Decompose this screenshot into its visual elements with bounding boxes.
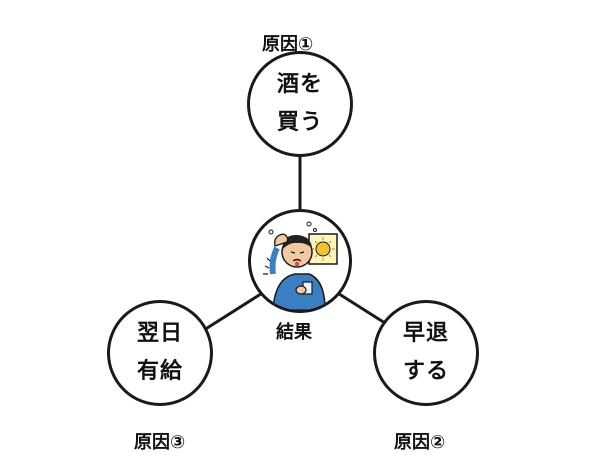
hungover-man-icon — [263, 221, 338, 310]
cause-2-line-2: する — [402, 359, 449, 384]
cause-3-line-1: 翌日 — [136, 321, 183, 346]
result-caption: 結果 — [276, 322, 312, 343]
result-node — [248, 209, 352, 313]
cause-2-label: 原因② — [394, 432, 446, 453]
cause-3-line-2: 有給 — [136, 359, 183, 384]
cause-1-label: 原因① — [262, 34, 314, 55]
cause-3-node: 翌日 有給 — [107, 300, 213, 406]
cause-1-node: 酒を 買う — [247, 51, 353, 157]
cause-1-line-1: 酒を — [276, 72, 323, 97]
connector-cause-3 — [203, 290, 265, 332]
cause-2-node: 早退 する — [373, 300, 479, 406]
cause-1-line-2: 買う — [276, 110, 323, 135]
cause-2-line-1: 早退 — [402, 321, 449, 346]
cause-3-label: 原因③ — [134, 432, 186, 453]
